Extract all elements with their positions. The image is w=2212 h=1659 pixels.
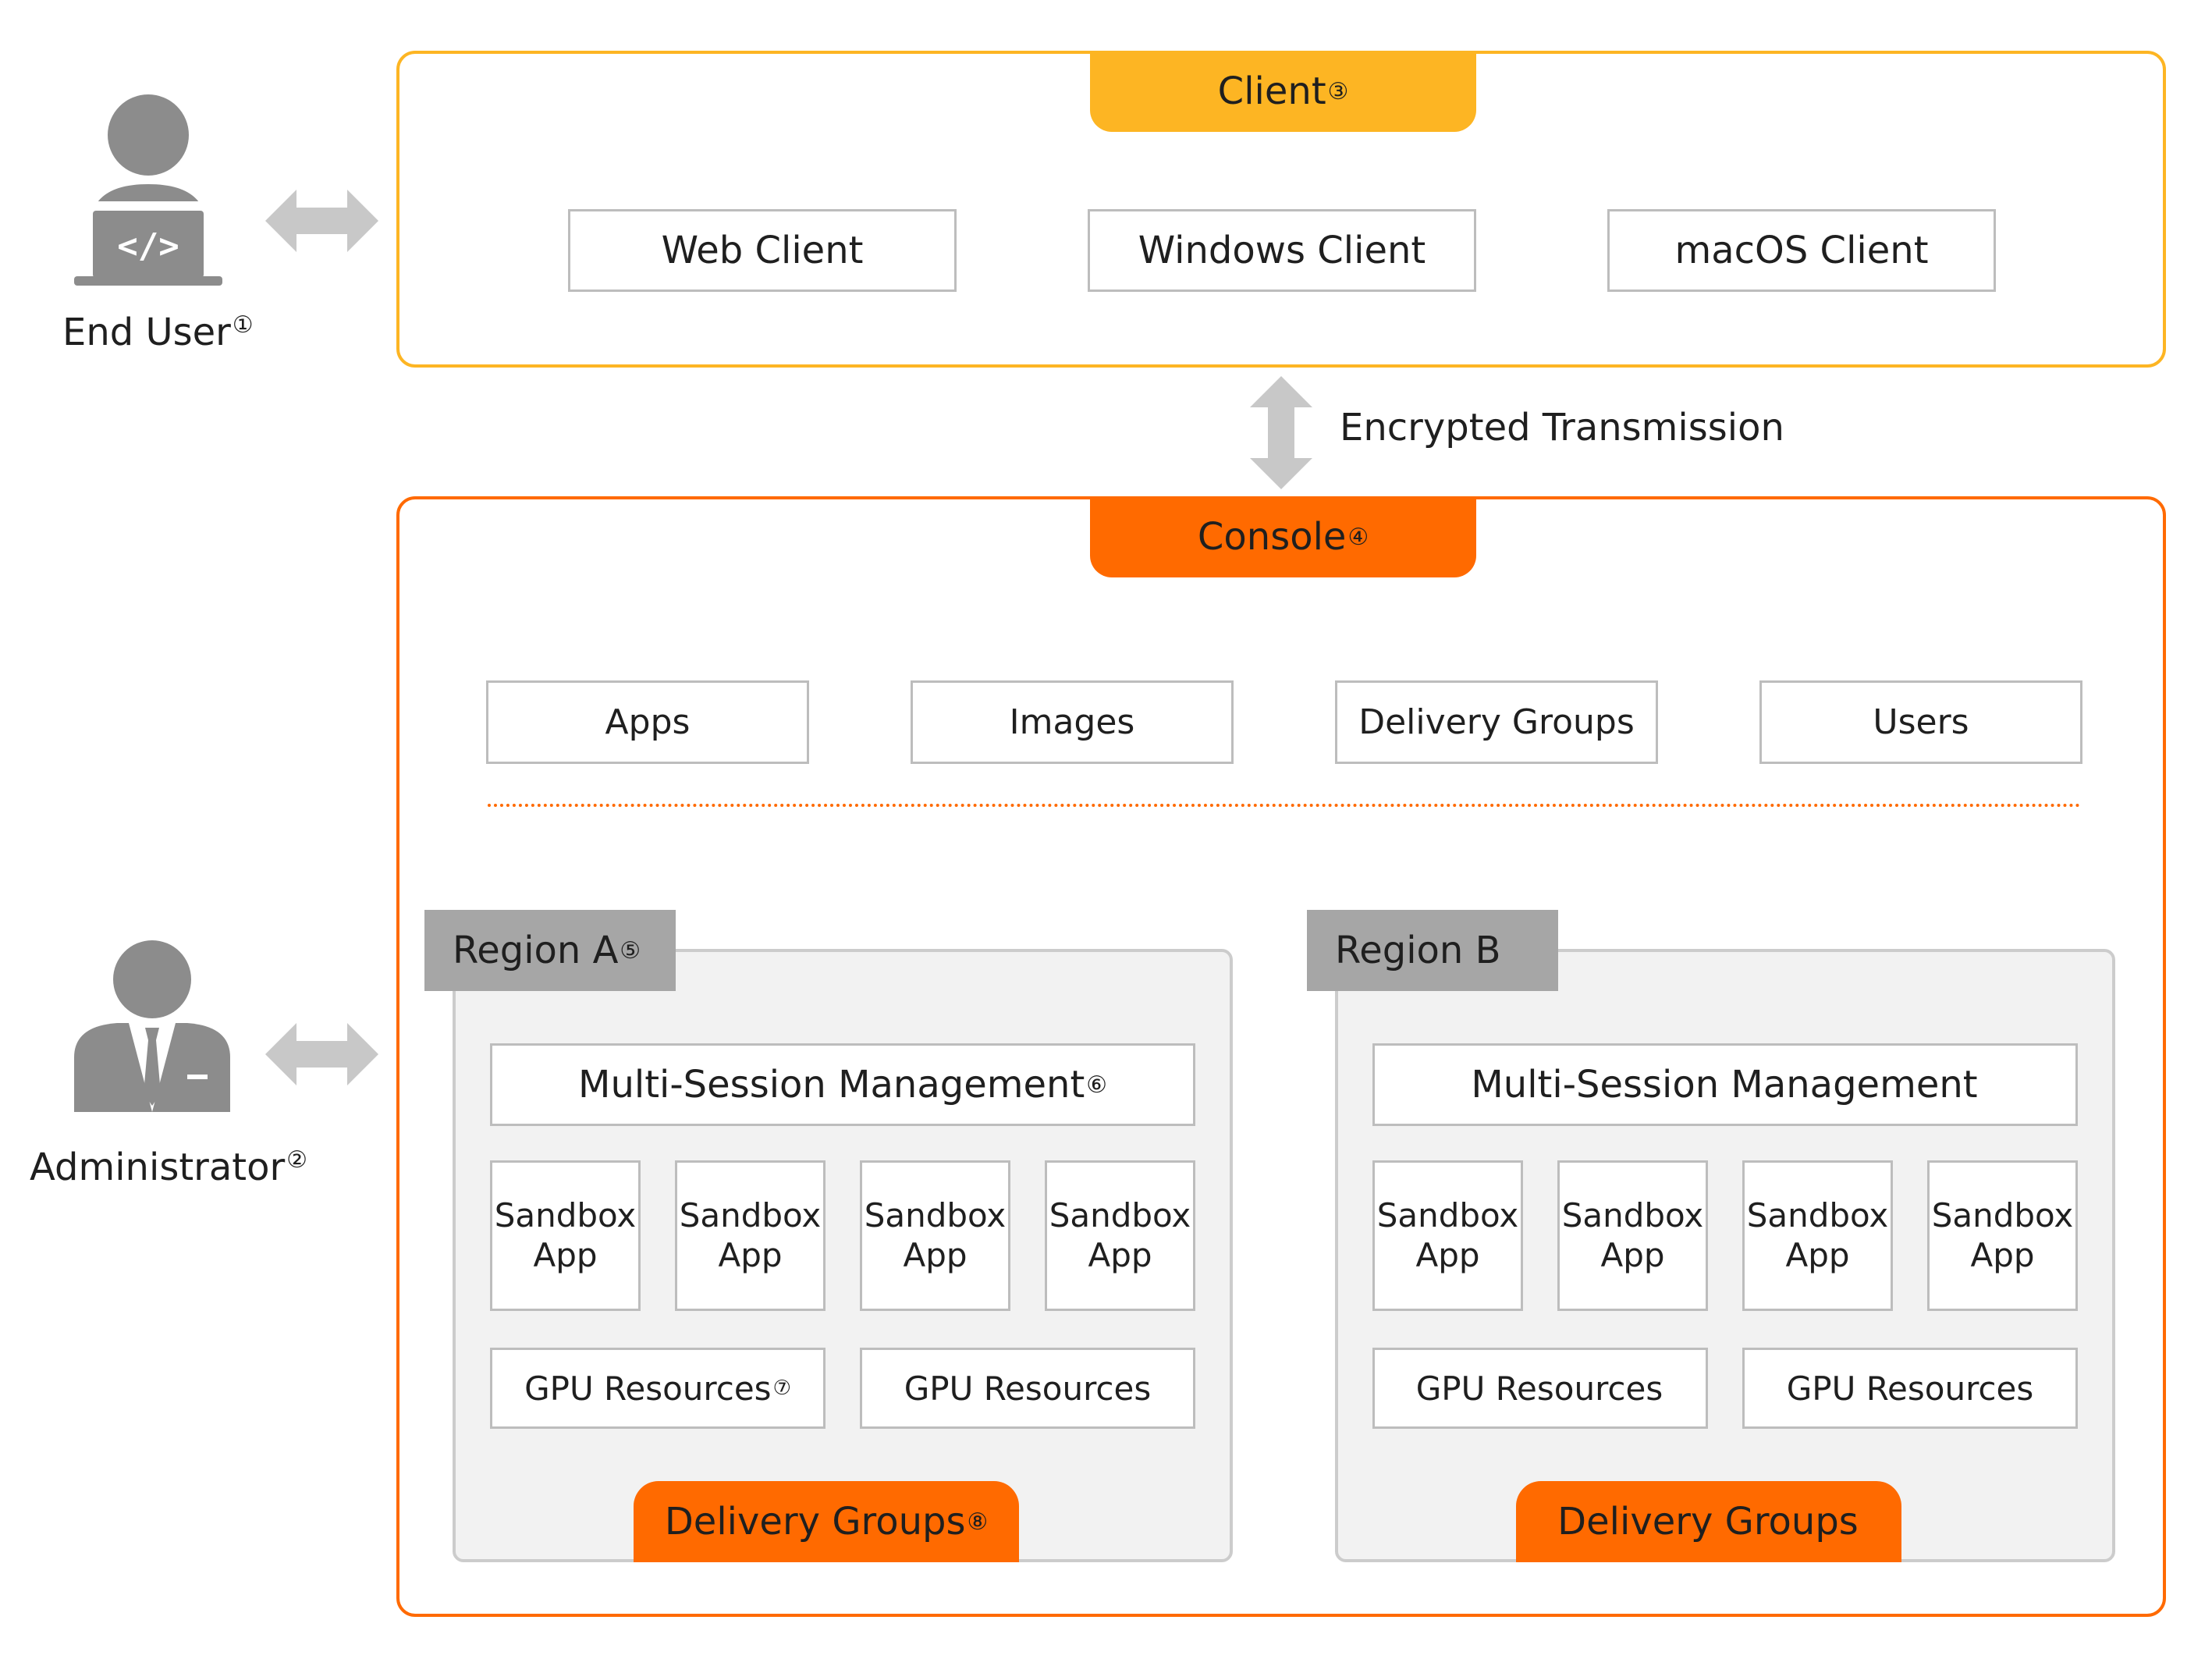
vertical-double-arrow-icon [1250,376,1312,489]
windows-client-box: Windows Client [1088,209,1476,292]
end-user-double-arrow-icon [265,190,378,252]
region-b-tab: Region B [1307,910,1558,991]
region-b-gpu-resources-box: GPU Resources [1372,1348,1708,1429]
region-b-gpu-resources-box: GPU Resources [1742,1348,2078,1429]
administrator-label: Administrator② [30,1146,307,1189]
region-b-delivery-groups-tab: Delivery Groups [1516,1481,1901,1562]
console-delivery-groups-box: Delivery Groups [1335,680,1658,764]
console-apps-box: Apps [486,680,809,764]
encrypted-transmission-label: Encrypted Transmission [1340,406,1784,449]
region-a-gpu-resources-box: GPU Resources [860,1348,1195,1429]
end-user-label: End User① [62,311,254,354]
administrator-double-arrow-icon [265,1023,378,1085]
console-users-box: Users [1759,680,2082,764]
web-client-box: Web Client [568,209,957,292]
developer-laptop-icon: </> [74,94,222,287]
console-images-box: Images [911,680,1234,764]
svg-text:</>: </> [117,226,179,266]
administrator-suit-icon [74,940,230,1112]
macos-client-box: macOS Client [1607,209,1996,292]
console-divider [488,804,2081,807]
region-b-multi-session-box: Multi-Session Management [1372,1043,2078,1126]
